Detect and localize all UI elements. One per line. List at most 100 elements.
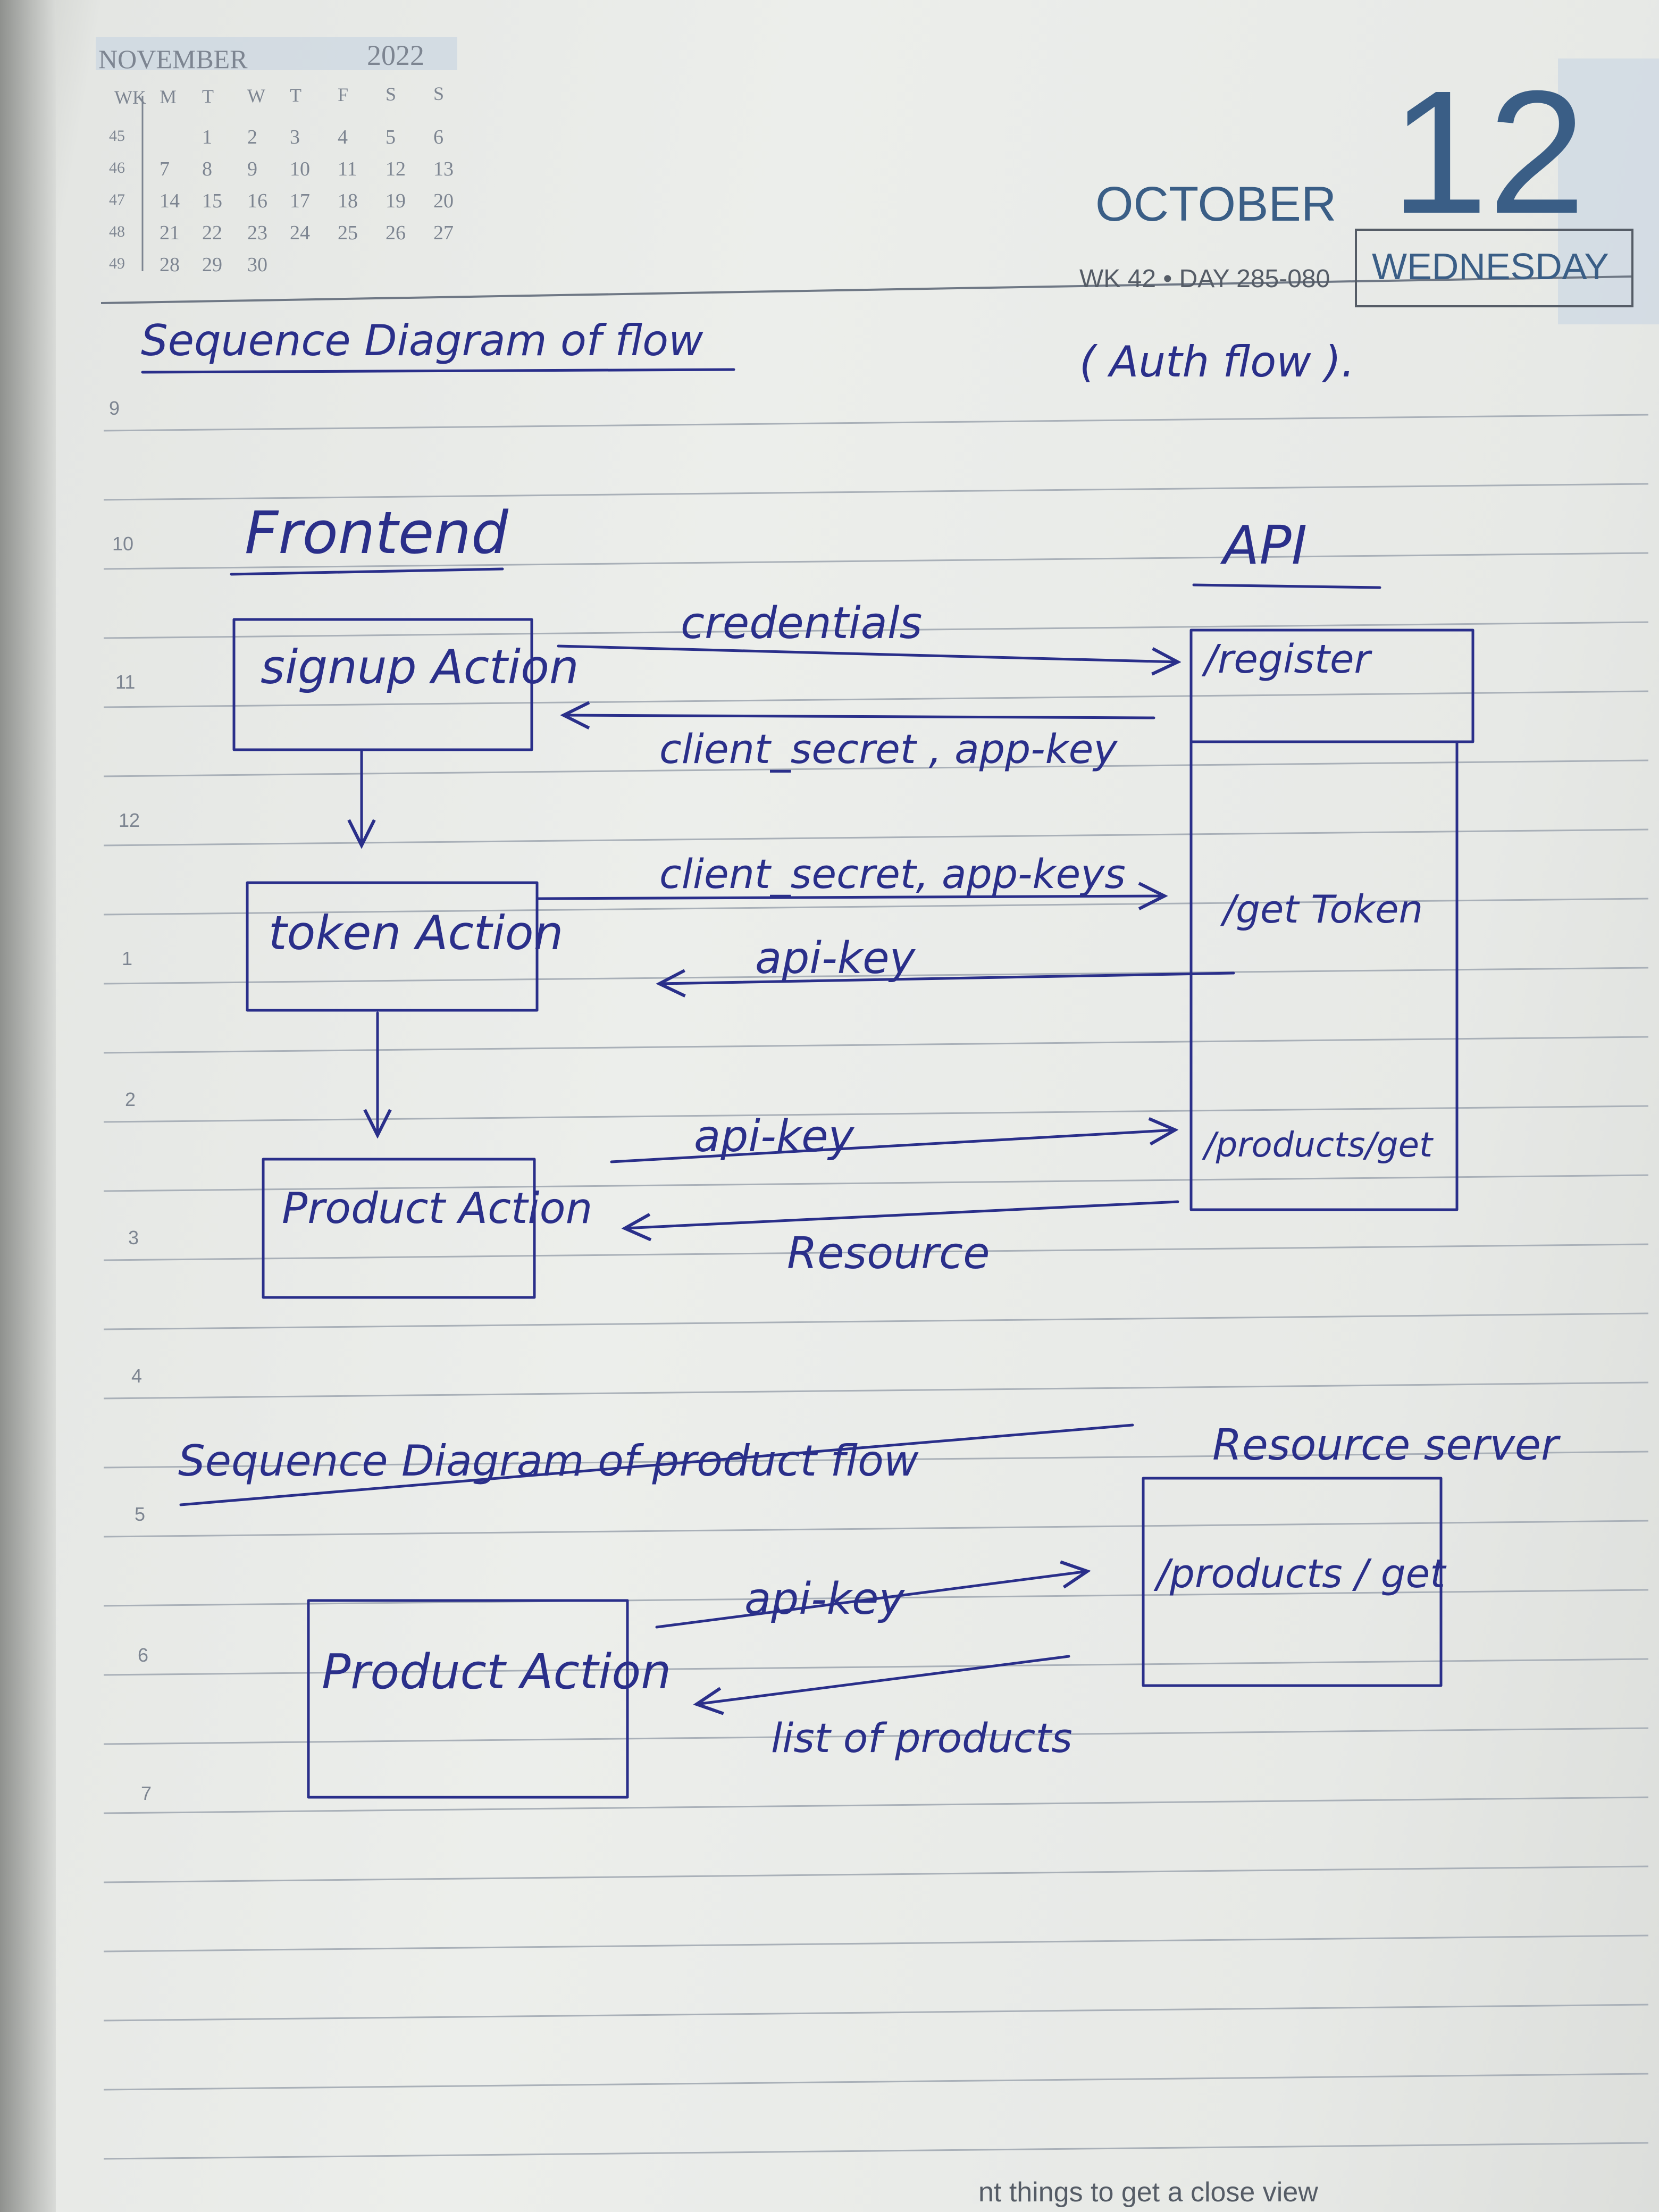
api-underline xyxy=(1192,583,1381,589)
calendar-week-number: 49 xyxy=(109,255,125,272)
hour-mark: 10 xyxy=(112,533,133,555)
calendar-day-header: S xyxy=(433,83,444,104)
calendar-day: 4 xyxy=(338,126,348,148)
api-key-send-label: api-key xyxy=(694,1111,855,1162)
auth-diagram-title: Sequence Diagram of flow xyxy=(141,316,703,365)
calendar-week-number: 47 xyxy=(109,191,125,208)
calendar-day: 6 xyxy=(433,126,443,148)
calendar-day: 30 xyxy=(247,254,267,276)
ruled-line xyxy=(103,483,1649,501)
ruled-line xyxy=(103,1520,1649,1538)
calendar-day: 14 xyxy=(160,190,180,212)
date-block: OCTOBER 12 WK 42 • DAY 285-080 WEDNESDAY xyxy=(1079,54,1633,307)
api-key-send-arrow xyxy=(610,1130,1175,1163)
product-sequence-diagram: Sequence Diagram of product flow Resourc… xyxy=(178,1420,1561,1799)
calendar-day-header: F xyxy=(338,84,348,105)
ruled-line xyxy=(103,1451,1649,1469)
ruled-line xyxy=(103,898,1649,916)
binding-spine xyxy=(0,0,56,2212)
ruled-line xyxy=(103,1381,1649,1400)
resource-label: Resource xyxy=(787,1228,990,1279)
ruled-line xyxy=(103,1934,1649,1953)
frontend-underline xyxy=(230,567,504,576)
list-of-products-label: list of products xyxy=(771,1714,1073,1762)
footer-print: nt things to get a close view xyxy=(978,2177,1318,2208)
token-action-box xyxy=(246,881,539,1012)
ruled-line xyxy=(103,828,1649,847)
hour-mark: 6 xyxy=(138,1644,148,1666)
ruled-line xyxy=(103,1312,1649,1330)
hour-mark: 7 xyxy=(141,1782,152,1804)
credentials-arrow xyxy=(557,644,1178,662)
ruled-line xyxy=(103,1658,1649,1676)
calendar-day: 29 xyxy=(202,254,222,276)
calendar-month: NOVEMBER xyxy=(98,44,248,74)
calendar-day: 9 xyxy=(247,158,257,180)
resource-return-arrow xyxy=(625,1200,1179,1228)
calendar-day: 27 xyxy=(433,222,454,244)
ruled-line xyxy=(103,552,1649,570)
resource-endpoint-box xyxy=(1142,1477,1443,1687)
calendar-day: 18 xyxy=(338,190,358,212)
ruled-lines xyxy=(103,414,1649,2160)
calendar-year: 2022 xyxy=(367,39,424,71)
api-key-return-label: api-key xyxy=(755,933,916,984)
hour-mark: 5 xyxy=(135,1503,145,1525)
hour-mark: 11 xyxy=(115,671,135,693)
product-action-box xyxy=(262,1158,536,1299)
calendar-day: 24 xyxy=(290,222,310,244)
product-action-box-2 xyxy=(307,1599,629,1799)
ruled-line xyxy=(103,1036,1649,1054)
date-weekday: WEDNESDAY xyxy=(1372,246,1609,287)
date-day: 12 xyxy=(1390,54,1586,250)
ruled-line xyxy=(103,1105,1649,1123)
calendar-day-header: T xyxy=(202,86,214,107)
calendar-day: 5 xyxy=(386,126,396,148)
calendar-day-header: S xyxy=(386,83,396,105)
token-action-label: token Action xyxy=(269,906,563,960)
calendar-day: 25 xyxy=(338,222,358,244)
ruled-line xyxy=(103,2073,1649,2091)
api-heading: API xyxy=(1220,514,1307,576)
date-month: OCTOBER xyxy=(1095,177,1336,231)
api-key-return-arrow xyxy=(659,973,1235,984)
calendar-day: 3 xyxy=(290,126,300,148)
calendar-day: 22 xyxy=(202,222,222,244)
calendar-day: 28 xyxy=(160,254,180,276)
ruled-line xyxy=(103,1174,1649,1192)
calendar-day: 2 xyxy=(247,126,257,148)
calendar-day: 17 xyxy=(290,190,310,212)
calendar-day: 16 xyxy=(247,190,267,212)
signup-action-box xyxy=(232,618,533,751)
calendar-day-header: W xyxy=(247,85,265,106)
calendar-day-header: T xyxy=(290,85,301,106)
calendar-day: 8 xyxy=(202,158,212,180)
ruled-line xyxy=(103,2142,1649,2160)
calendar-day-header: M xyxy=(160,86,177,107)
weekday-box xyxy=(1355,229,1633,307)
products-endpoint-label: /products/get xyxy=(1202,1126,1434,1165)
calendar-day: 23 xyxy=(247,222,267,244)
hour-mark: 2 xyxy=(125,1088,136,1110)
ruled-line xyxy=(103,1727,1649,1745)
ruled-line xyxy=(103,621,1649,639)
calendar-day: 11 xyxy=(338,158,357,180)
calendar-week-number: 45 xyxy=(109,127,125,145)
calendar-week-number: 48 xyxy=(109,223,125,240)
client-secret-return-label: client_secret , app-key xyxy=(659,725,1118,773)
calendar-day: 12 xyxy=(386,158,406,180)
product-diagram-title: Sequence Diagram of product flow xyxy=(178,1436,919,1486)
ruled-line xyxy=(103,1865,1649,1883)
auth-title-underline xyxy=(141,368,735,374)
register-endpoint-label: /register xyxy=(1201,636,1373,682)
ruled-line xyxy=(103,1796,1649,1814)
calendar-day: 10 xyxy=(290,158,310,180)
client-secret-send-arrow xyxy=(535,896,1164,899)
resource-server-heading: Resource server xyxy=(1212,1420,1561,1470)
calendar-day-header: WK xyxy=(114,87,146,108)
